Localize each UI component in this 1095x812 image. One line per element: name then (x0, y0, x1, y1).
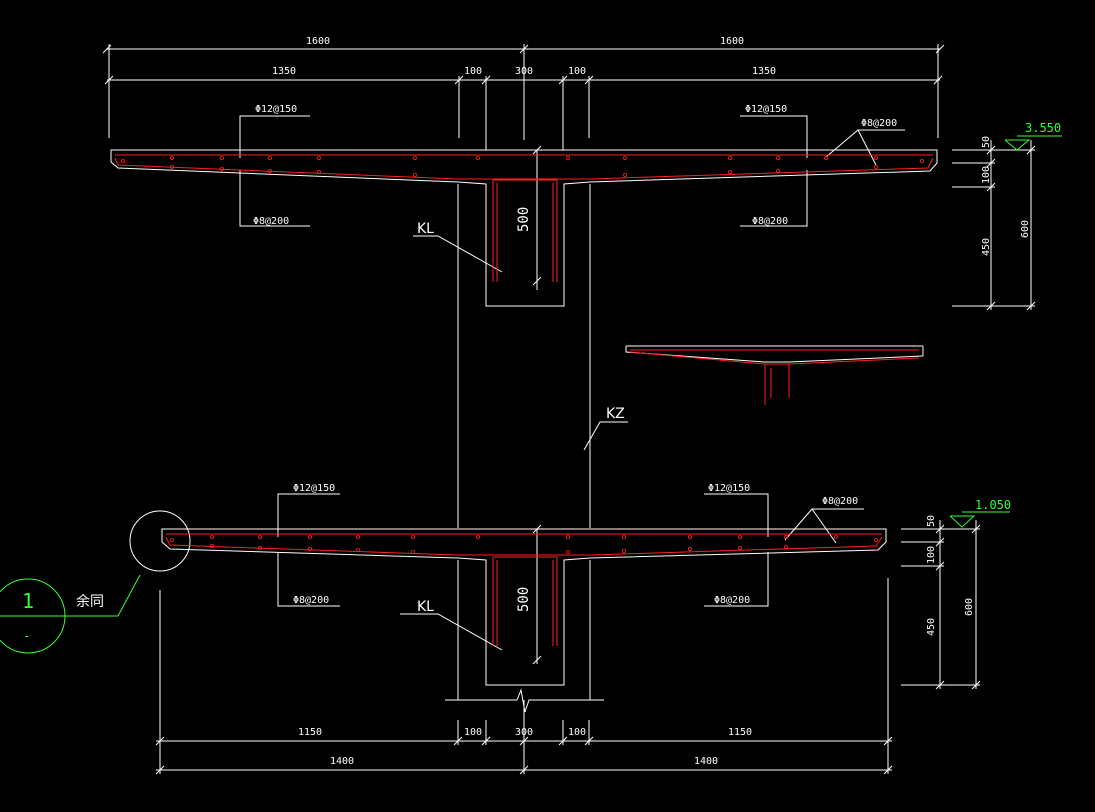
dim-bottom-slab: 50 (926, 515, 937, 527)
top-rebar-dots (121, 155, 925, 177)
rebar-label-top-bottom-right: Φ8@200 (752, 216, 788, 227)
rebar-label-bottom-top-left: Φ12@150 (293, 483, 335, 494)
detail-circle (129, 510, 191, 572)
rebar-label-top-left: Φ12@150 (255, 104, 297, 115)
beam-depth-top: 500 (516, 207, 532, 232)
dim-top-haunch-depth: 100 (981, 166, 992, 184)
dim-top-cantilever-left: 1350 (272, 66, 296, 77)
dim-bottom-overall-left: 1400 (330, 756, 354, 767)
top-section (102, 44, 1036, 528)
bottom-slab-outline (161, 528, 887, 686)
beam-label-top: KL (417, 221, 434, 237)
beam-depth-bottom: 500 (516, 587, 532, 612)
rebar-label-bottom-top-right: Φ12@150 (708, 483, 750, 494)
level-marker-top (1004, 135, 1062, 151)
rebar-label-top-end: Φ8@200 (861, 118, 897, 129)
top-slab-outline (110, 149, 938, 307)
dim-bottom-overall-right: 1400 (694, 756, 718, 767)
detail-callout-note: 余同 (76, 593, 104, 610)
detail-callout (0, 574, 141, 654)
beam-label-bottom: KL (417, 599, 434, 615)
top-rebar (114, 154, 934, 282)
dim-bottom-web: 450 (926, 618, 937, 636)
detail-callout-number: 1 (22, 589, 34, 613)
dim-bottom-haunch-depth: 100 (926, 546, 937, 564)
dim-top-haunch-right: 100 (568, 66, 586, 77)
dim-bottom-cantilever-left: 1150 (298, 727, 322, 738)
dim-top-overall-right: 1600 (720, 36, 744, 47)
dim-bottom-haunch-right: 100 (568, 727, 586, 738)
detail-callout-sheet: - (23, 629, 30, 643)
rebar-label-bottom-end: Φ8@200 (822, 496, 858, 507)
level-value-top: 3.550 (1025, 121, 1061, 135)
dim-bottom-total-depth: 600 (964, 598, 975, 616)
dim-bottom-cantilever-right: 1150 (728, 727, 752, 738)
dim-bottom-beam-width: 300 (515, 727, 533, 738)
rebar-label-bottom-bottom-left: Φ8@200 (293, 595, 329, 606)
rebar-label-top-right: Φ12@150 (745, 104, 787, 115)
dim-top-web: 450 (981, 238, 992, 256)
dim-top-haunch-left: 100 (464, 66, 482, 77)
bottom-rebar-dots (169, 535, 879, 555)
sketch-detail (625, 345, 924, 405)
break-line (445, 688, 604, 713)
level-marker-bottom (949, 511, 1010, 528)
bottom-rebar (165, 533, 883, 646)
level-value-bottom: 1.050 (975, 498, 1011, 512)
dim-top-total-depth: 600 (1020, 220, 1031, 238)
bottom-section (129, 493, 981, 775)
dim-top-overall-left: 1600 (306, 36, 330, 47)
column-leader (583, 421, 628, 451)
dim-top-beam-width: 300 (515, 66, 533, 77)
rebar-label-top-bottom-left: Φ8@200 (253, 216, 289, 227)
rebar-label-bottom-bottom-right: Φ8@200 (714, 595, 750, 606)
dim-top-cantilever-right: 1350 (752, 66, 776, 77)
column-label: KZ (606, 406, 625, 422)
dim-bottom-haunch-left: 100 (464, 727, 482, 738)
dim-top-slab: 50 (981, 136, 992, 148)
